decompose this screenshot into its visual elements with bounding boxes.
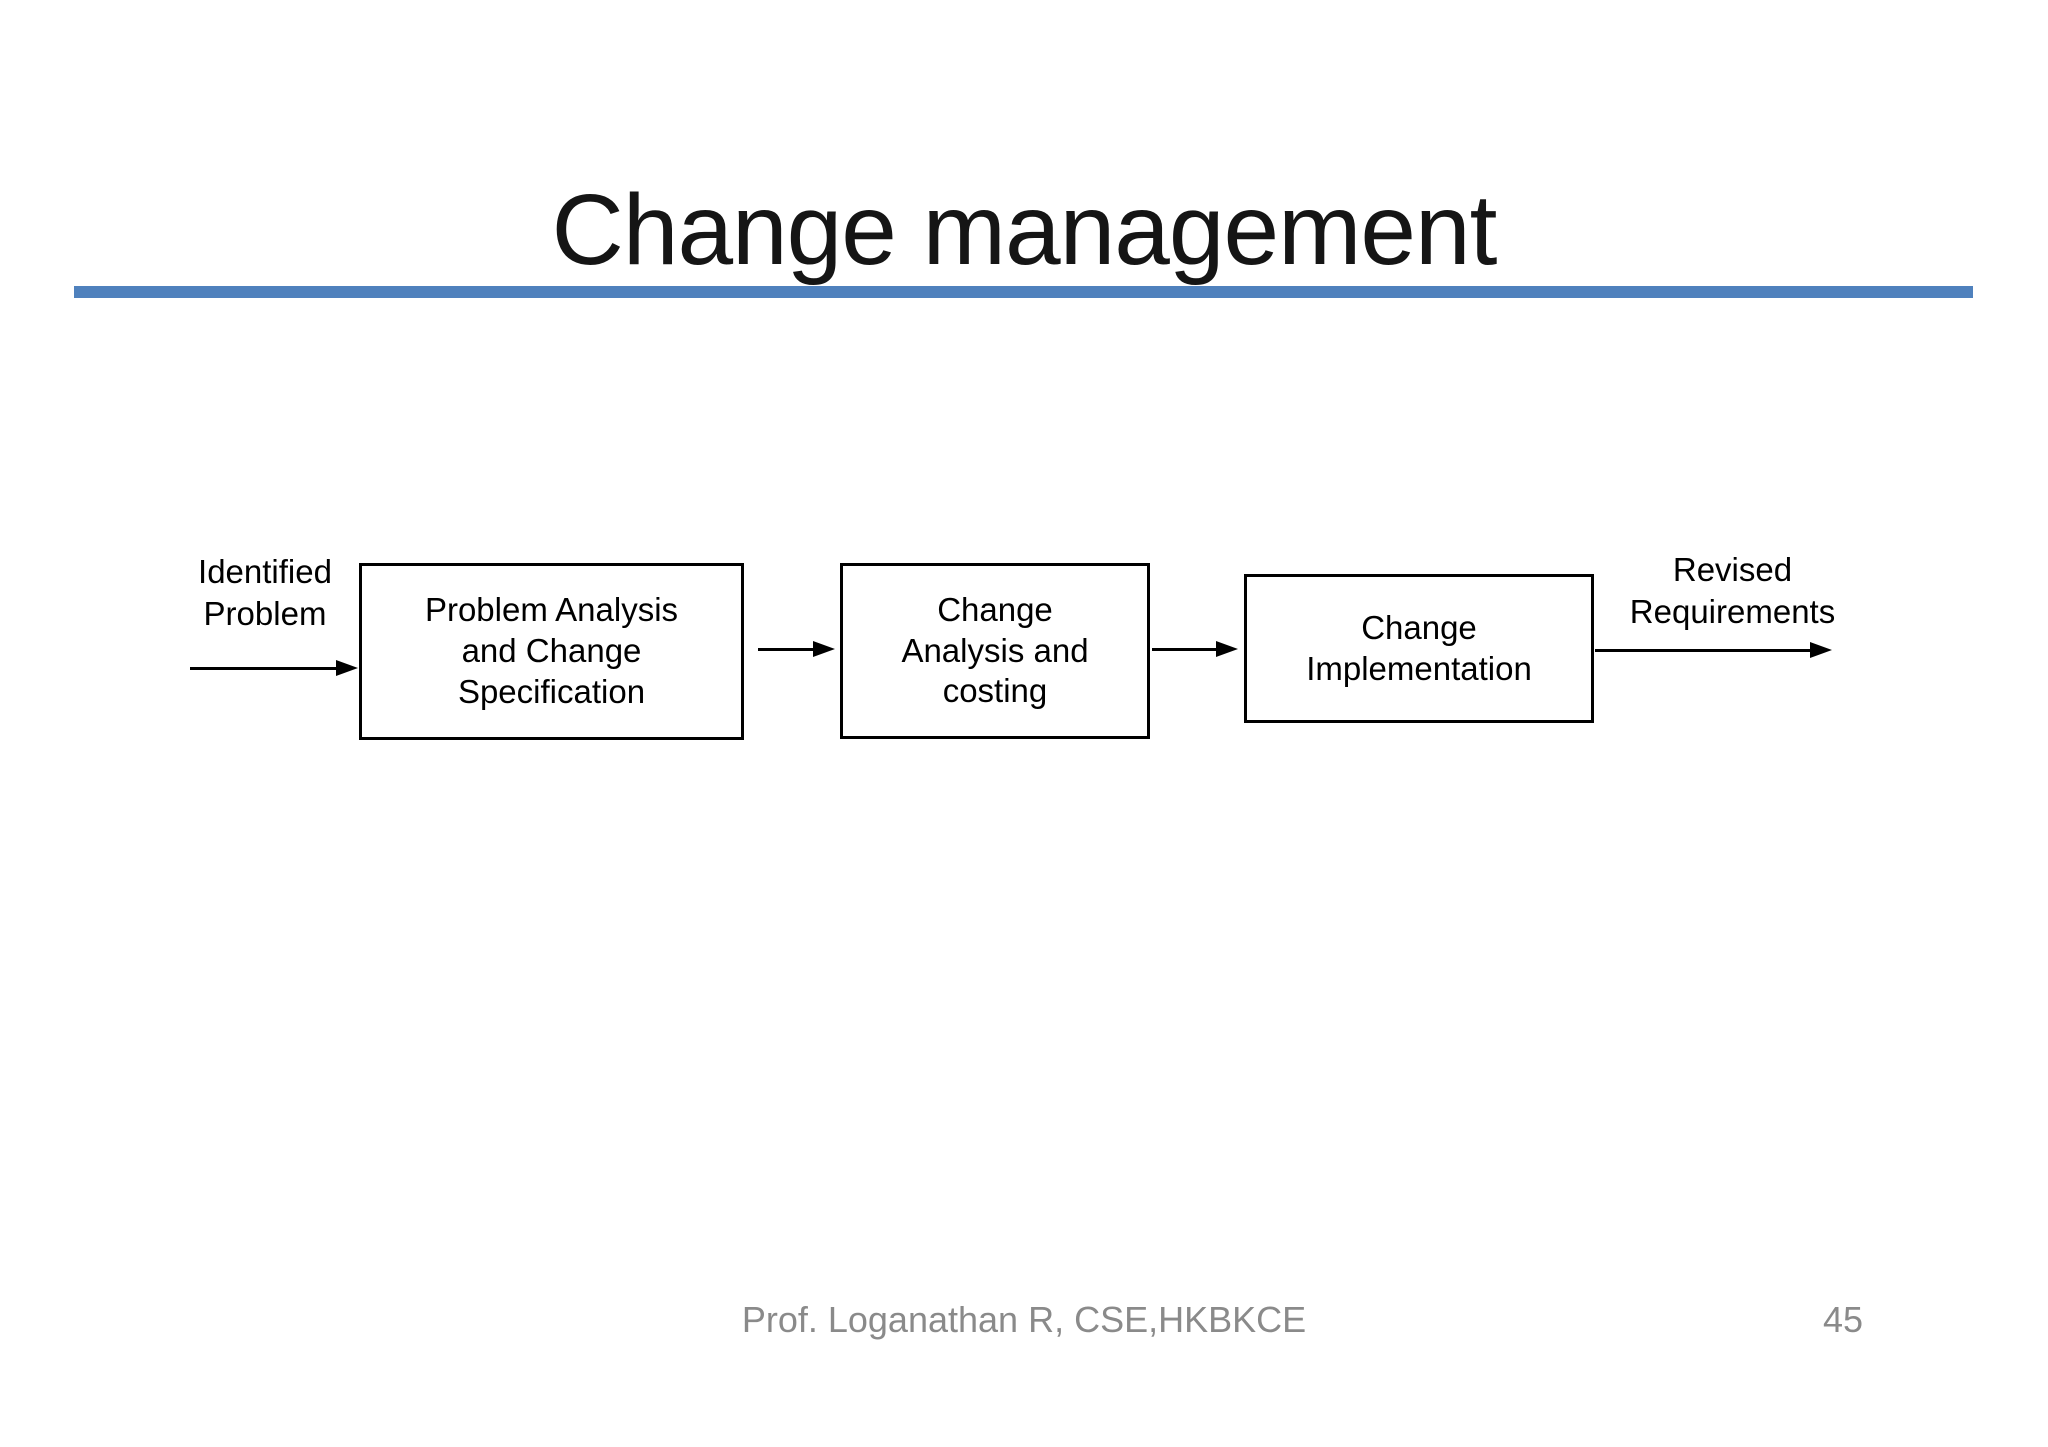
arrow-output bbox=[1595, 642, 1832, 658]
arrow-box2-to-box3 bbox=[1152, 641, 1238, 657]
arrow-box1-to-box2 bbox=[758, 641, 835, 657]
process-box-change-analysis-costing-label: Change Analysis and costing bbox=[901, 590, 1089, 710]
output-label-revised-requirements: Revised Requirements bbox=[1629, 551, 1836, 631]
process-box-problem-analysis-label: Problem Analysis and Change Specificatio… bbox=[424, 591, 679, 710]
process-box-change-analysis-costing: Change Analysis and costing bbox=[840, 563, 1150, 739]
arrow-input bbox=[190, 660, 358, 676]
process-box-problem-analysis: Problem Analysis and Change Specificatio… bbox=[359, 563, 744, 740]
input-label-identified-problem: Identified Problem bbox=[198, 553, 332, 633]
footer-author: Prof. Loganathan R, CSE,HKBKCE bbox=[741, 1299, 1307, 1340]
slide-title: Change management bbox=[551, 174, 1498, 286]
process-box-change-implementation-label: Change Implementation bbox=[1306, 608, 1532, 687]
process-box-change-implementation: Change Implementation bbox=[1244, 574, 1594, 723]
footer-page-number: 45 bbox=[1823, 1299, 1864, 1340]
title-underline bbox=[74, 286, 1973, 298]
